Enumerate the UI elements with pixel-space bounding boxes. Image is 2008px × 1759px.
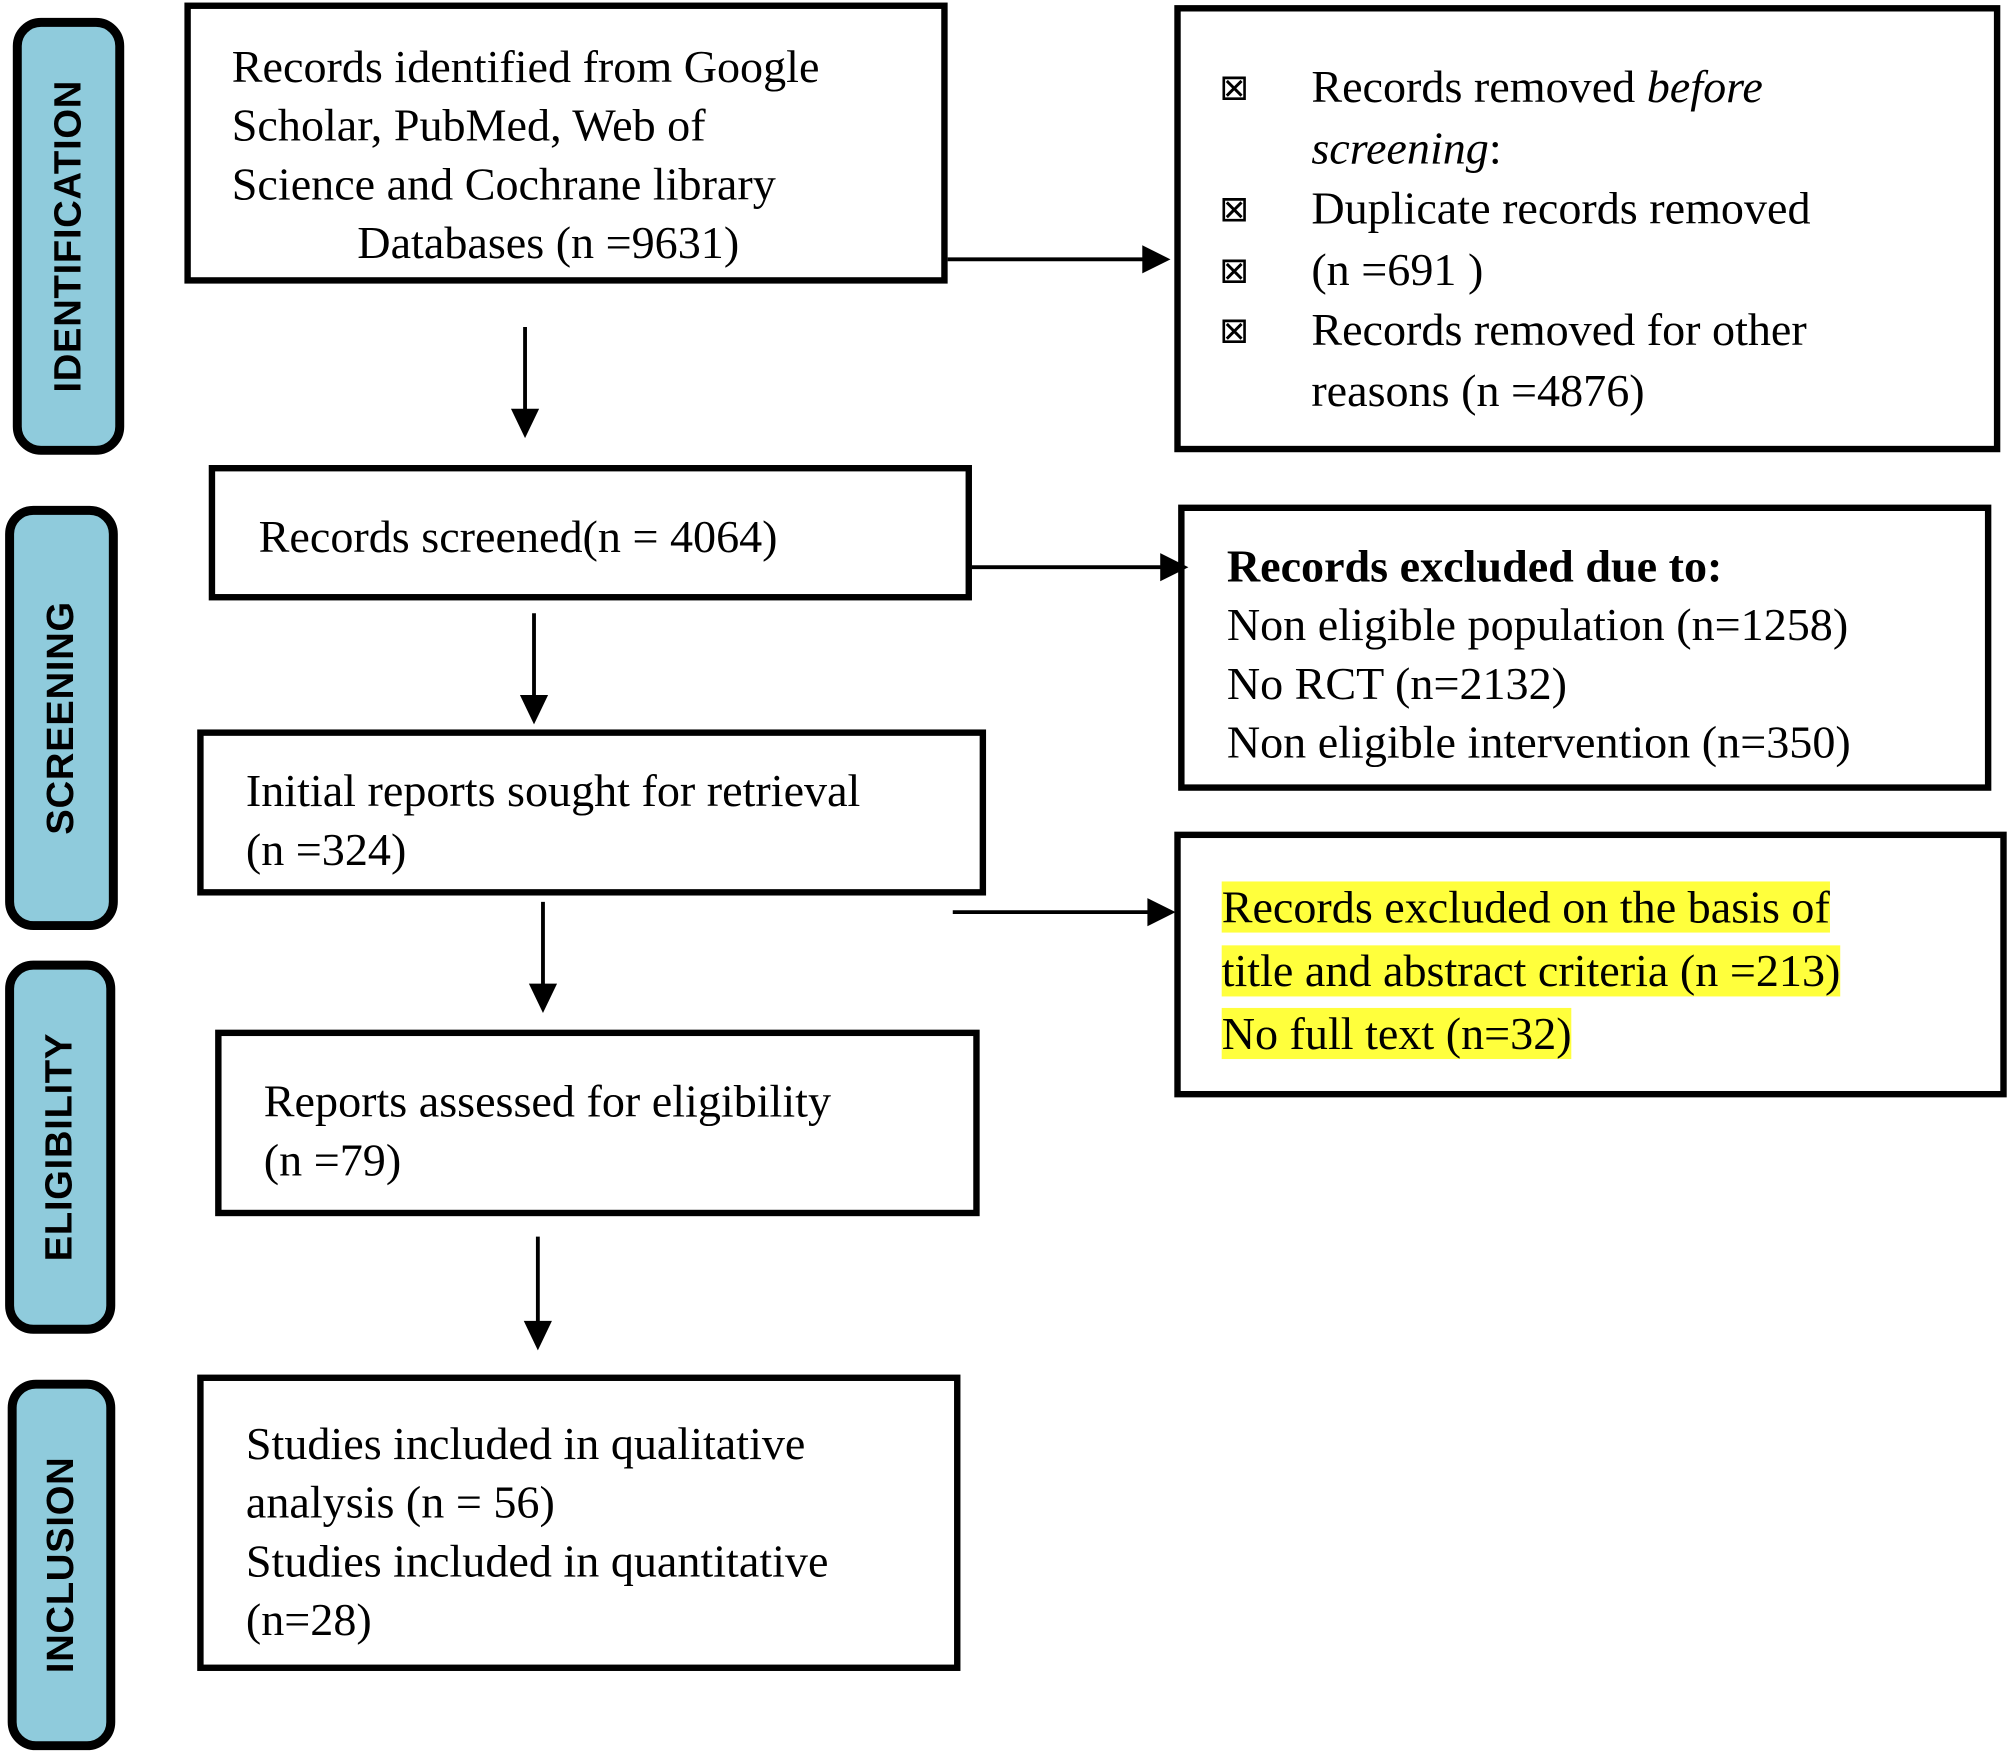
excluded-line-2: No RCT (n=2132)	[1226, 657, 1567, 710]
title-excluded-line-2: title and abstract criteria (n =213)	[1221, 944, 1841, 996]
reports-retrieval-box: Initial reports sought for retrieval (n …	[197, 729, 987, 896]
excluded-line-3: Non eligible intervention (n=350)	[1226, 716, 1851, 768]
screened-text: Records screened(n = 4064)	[258, 511, 778, 563]
title-excluded-line-1: Records excluded on the basis of	[1221, 881, 1830, 933]
removed-item-4-line-2: reasons (n =4876)	[1311, 364, 1645, 416]
checkbox-bullet-icon: ⊠	[1219, 309, 1250, 352]
records-excluded-box: Records excluded due to: Non eligible po…	[1178, 504, 1992, 791]
phase-inclusion: INCLUSION	[7, 1379, 116, 1751]
removed-item-1-prefix: Records removed	[1311, 61, 1647, 113]
retrieval-line-1: Initial reports sought for retrieval	[245, 765, 861, 817]
arrow-head-icon	[1142, 245, 1171, 274]
removed-item-1: ⊠ Records removed before screening:	[1219, 57, 1994, 178]
records-screened-box: Records screened(n = 4064)	[208, 465, 972, 601]
reports-assessed-box: Reports assessed for eligibility (n =79)	[215, 1029, 980, 1217]
identified-line-4: Databases (n =9631)	[357, 217, 740, 269]
included-line-4: (n=28)	[245, 1594, 372, 1646]
removed-item-3: ⊠ (n =691 )	[1219, 240, 1994, 301]
arrow-head-icon	[510, 408, 540, 439]
removed-item-4: ⊠ Records removed for other reasons (n =…	[1219, 300, 1994, 421]
checkbox-bullet-icon: ⊠	[1219, 187, 1250, 230]
phase-screening: SCREENING	[5, 505, 118, 931]
assessed-line-1: Reports assessed for eligibility	[263, 1075, 832, 1127]
studies-included-box: Studies included in qualitative analysis…	[197, 1374, 961, 1671]
phase-eligibility: ELIGIBILITY	[5, 960, 116, 1334]
identified-line-3: Science and Cochrane library	[231, 158, 776, 210]
removed-item-4-line-1: Records removed for other	[1311, 304, 1807, 356]
included-line-3: Studies included in quantitative	[245, 1535, 829, 1587]
title-excluded-box: Records excluded on the basis of title a…	[1174, 831, 2007, 1098]
excluded-heading: Records excluded due to:	[1226, 540, 1723, 592]
title-excluded-line-3: No full text (n=32)	[1221, 1007, 1572, 1060]
retrieval-line-2: (n =324)	[245, 823, 407, 876]
removed-item-1-suffix: :	[1488, 122, 1502, 174]
removed-item-1-italic-2: screening	[1311, 122, 1489, 174]
checkbox-bullet-icon: ⊠	[1219, 66, 1250, 109]
removed-item-2: ⊠ Duplicate records removed	[1219, 179, 1994, 240]
removed-item-3-text: (n =691 )	[1311, 243, 1484, 295]
checkbox-bullet-icon: ⊠	[1219, 248, 1250, 291]
excluded-line-1: Non eligible population (n=1258)	[1226, 599, 1849, 651]
identified-line-1: Records identified from Google	[231, 40, 820, 92]
arrow-head-icon	[519, 694, 549, 725]
removed-item-2-text: Duplicate records removed	[1311, 182, 1811, 234]
arrow-head-icon	[1147, 898, 1176, 927]
included-line-2: analysis (n = 56)	[245, 1476, 555, 1528]
removed-item-1-italic: before	[1646, 61, 1763, 113]
included-line-1: Studies included in qualitative	[245, 1418, 806, 1470]
assessed-line-2: (n =79)	[263, 1134, 402, 1186]
arrow-head-icon	[528, 983, 558, 1014]
identified-line-2: Scholar, PubMed, Web of	[231, 99, 706, 151]
records-identified-box: Records identified from Google Scholar, …	[184, 2, 948, 284]
arrow-head-icon	[523, 1320, 552, 1351]
arrow-head-icon	[1160, 553, 1189, 582]
phase-identification: IDENTIFICATION	[12, 17, 125, 455]
records-removed-box: ⊠ Records removed before screening: ⊠ Du…	[1174, 5, 2001, 453]
